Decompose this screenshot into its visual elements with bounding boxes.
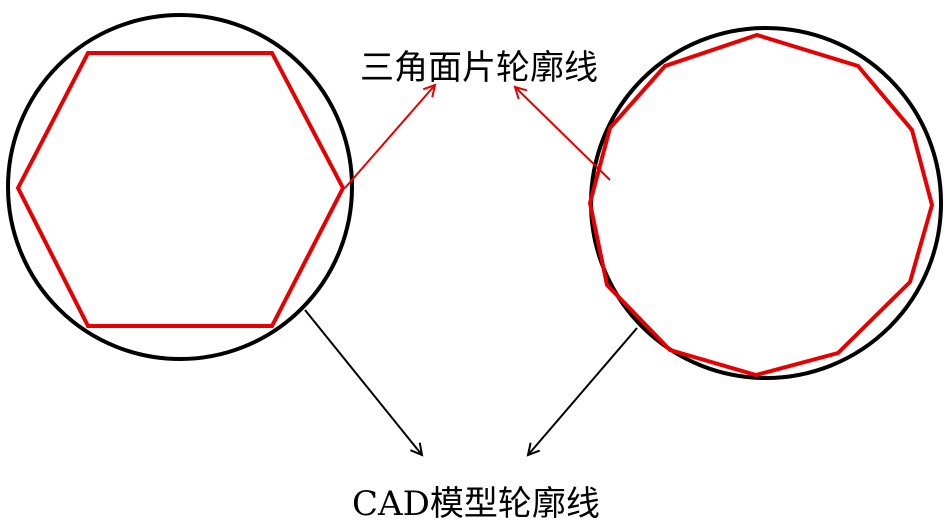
black-arrow-right [528,327,638,455]
black-arrow-left [304,309,422,455]
red-arrow-right [515,87,611,181]
left-hexagon-patch [15,51,346,328]
cad-model-contour-label: CAD模型轮廓线 [352,484,600,524]
red-arrow-left [344,85,435,189]
triangle-patch-contour-label: 三角面片轮廓线 [360,48,598,88]
left-cad-circle [6,13,354,361]
right-dodecagon-patch [587,32,935,378]
